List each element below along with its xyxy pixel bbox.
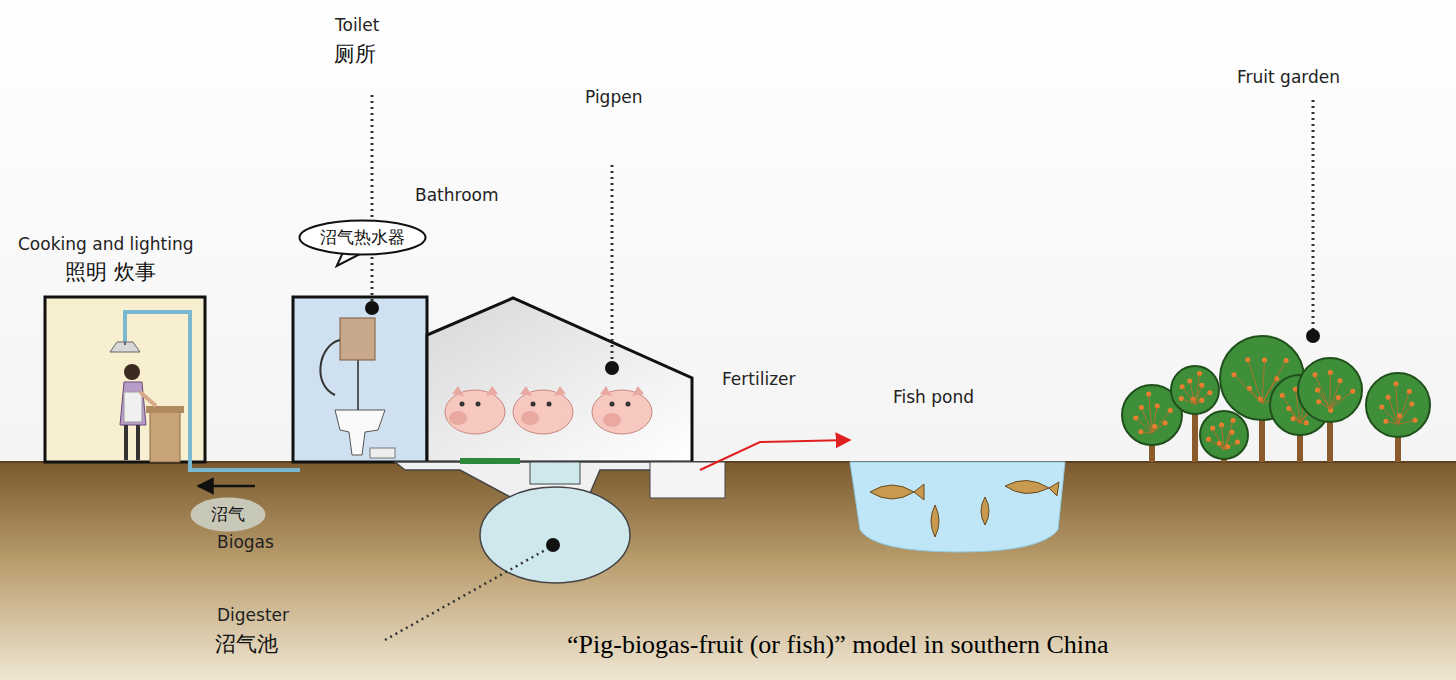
fruit-garden bbox=[1122, 336, 1430, 462]
fish-pond bbox=[850, 462, 1065, 552]
label: 厕所 bbox=[334, 42, 376, 66]
pigpen bbox=[427, 298, 692, 462]
label: Fish pond bbox=[893, 388, 974, 408]
digester bbox=[385, 458, 725, 640]
leader-lines bbox=[372, 95, 1313, 362]
sky bbox=[0, 0, 1456, 462]
label: Fruit garden bbox=[1237, 68, 1340, 88]
node-text: 沼气热水器 bbox=[298, 226, 427, 249]
bathroom bbox=[293, 297, 427, 462]
pig-1 bbox=[445, 386, 505, 434]
pig-3 bbox=[592, 386, 652, 434]
label: Fertilizer bbox=[722, 370, 796, 390]
label: 沼气池 bbox=[215, 632, 278, 656]
label: Digester bbox=[217, 606, 289, 626]
label: Pigpen bbox=[585, 88, 642, 108]
leader-dot bbox=[605, 361, 619, 375]
caption: “Pig-biogas-fruit (or fish)” model in so… bbox=[567, 630, 1109, 660]
ground bbox=[0, 462, 1456, 680]
fertilizer-arrow bbox=[700, 440, 850, 470]
leader-dot bbox=[365, 301, 379, 315]
speech-bubble: 沼气热水器 bbox=[298, 219, 427, 256]
ground-line bbox=[0, 461, 1456, 463]
label: 照明 炊事 bbox=[65, 260, 156, 284]
node-text: 沼气 bbox=[189, 503, 267, 526]
label: Bathroom bbox=[415, 186, 499, 206]
label: Biogas bbox=[217, 533, 274, 553]
biogas-arrow bbox=[198, 485, 255, 488]
gas-ellipse: 沼气 bbox=[189, 496, 267, 533]
leader-dot bbox=[1306, 329, 1320, 343]
label: Toilet bbox=[335, 16, 379, 36]
pig-2 bbox=[513, 386, 573, 434]
kitchen bbox=[45, 297, 300, 470]
label: Cooking and lighting bbox=[18, 235, 194, 255]
